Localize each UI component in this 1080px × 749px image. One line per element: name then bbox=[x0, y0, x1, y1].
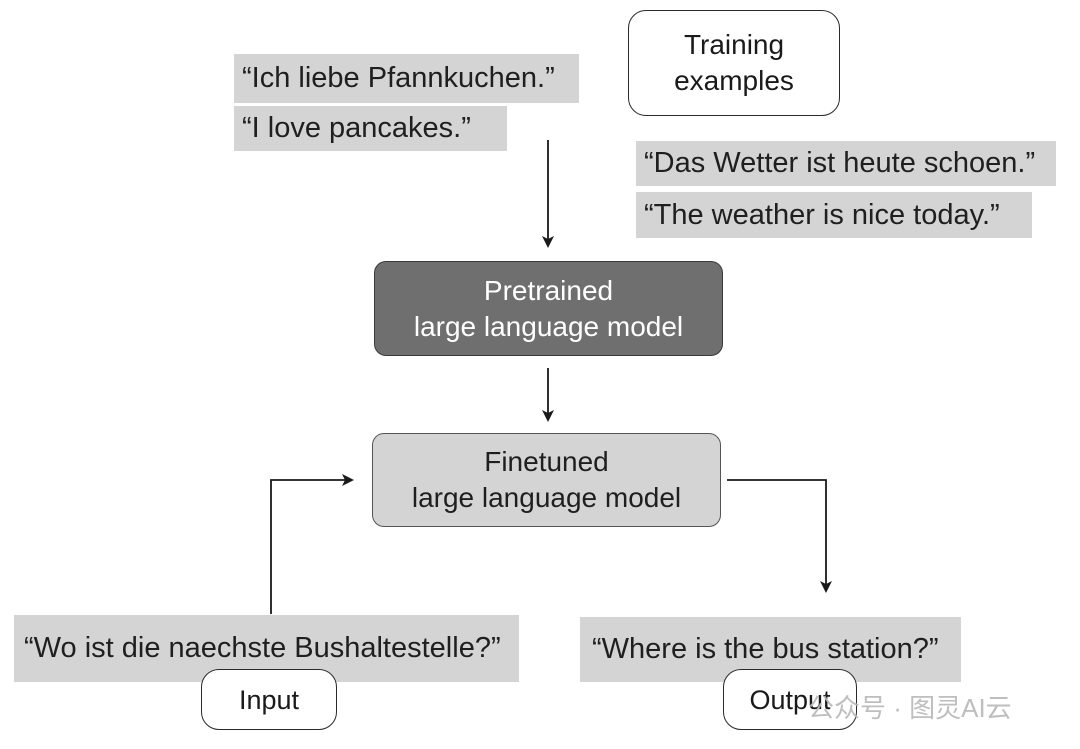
pretrained-model-box: Pretrained large language model bbox=[374, 261, 723, 356]
example-2-target: “The weather is nice today.” bbox=[636, 192, 1032, 238]
watermark: 公众号 · 图灵AI云 bbox=[808, 693, 1012, 723]
training-examples-line1: Training bbox=[683, 29, 785, 60]
arrow-input-to-finetuned bbox=[270, 474, 354, 614]
finetuned-model-line2: large language model bbox=[411, 482, 682, 513]
example-1-target: “I love pancakes.” bbox=[234, 106, 507, 151]
training-examples-label: Training examples bbox=[628, 10, 840, 116]
input-label: Input bbox=[201, 669, 337, 730]
arrow-finetuned-to-output bbox=[727, 479, 832, 593]
pretrained-model-line1: Pretrained bbox=[483, 274, 614, 306]
output-label: Output bbox=[723, 669, 857, 730]
example-1-source: “Ich liebe Pfannkuchen.” bbox=[234, 54, 579, 103]
training-examples-line2: examples bbox=[674, 65, 794, 96]
finetuned-model-line1: Finetuned bbox=[484, 446, 609, 477]
pretrained-model-line2: large language model bbox=[413, 310, 684, 342]
example-2-source: “Das Wetter ist heute schoen.” bbox=[636, 141, 1056, 186]
finetuned-model-box: Finetuned large language model bbox=[372, 433, 721, 527]
